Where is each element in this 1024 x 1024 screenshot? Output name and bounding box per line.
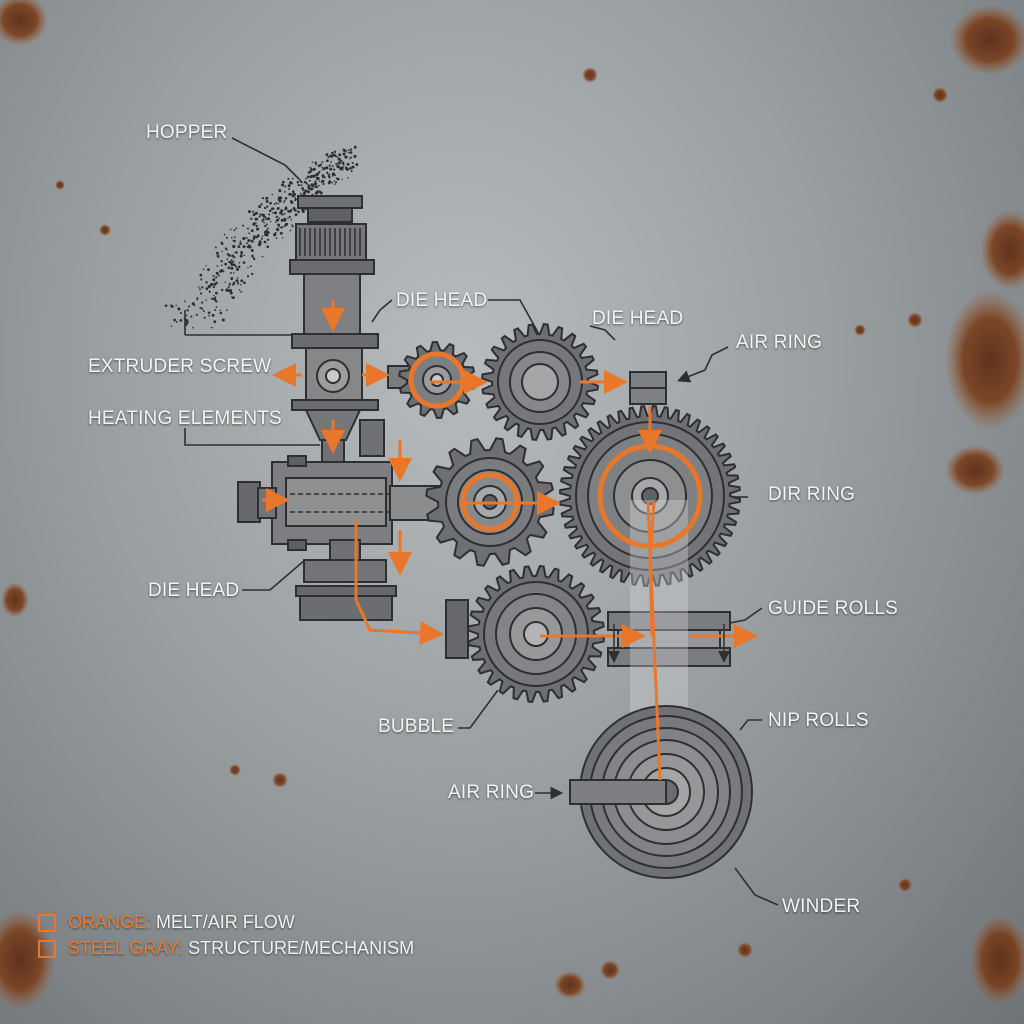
legend-text-steel: STRUCTURE/MECHANISM (188, 938, 415, 958)
label-die-head-bottom: DIE HEAD (148, 580, 240, 601)
melt-air-flow (262, 300, 758, 781)
guide-roll-arrows (608, 624, 730, 663)
legend-text-orange: MELT/AIR FLOW (156, 912, 295, 932)
label-extruder-screw: EXTRUDER SCREW (88, 356, 272, 377)
leader-lines (184, 137, 779, 906)
legend-item-steel: STEEL GRAY: STRUCTURE/MECHANISM (38, 938, 414, 959)
winder-roll (569, 705, 753, 879)
label-air-ring-bottom: AIR RING (448, 782, 535, 803)
label-die-head-gear: DIE HEAD (592, 308, 684, 329)
legend-key-steel: STEEL GRAY: (68, 938, 184, 958)
label-die-head-top: DIE HEAD (396, 290, 488, 311)
label-hopper: HOPPER (146, 122, 228, 143)
label-guide-rolls: GUIDE ROLLS (768, 598, 898, 619)
legend-item-orange: ORANGE: MELT/AIR FLOW (38, 912, 295, 933)
gear-bottom-bubble (467, 565, 605, 703)
legend-swatch-steel (38, 940, 56, 958)
label-winder: WINDER (782, 896, 861, 917)
label-bubble: BUBBLE (378, 716, 455, 737)
label-heating-elements: HEATING ELEMENTS (88, 408, 282, 429)
extruder-barrel (237, 455, 461, 621)
extruder-tower (289, 195, 411, 465)
label-air-ring-top: AIR RING (736, 332, 823, 353)
legend-swatch-orange (38, 914, 56, 932)
legend-key-orange: ORANGE: (68, 912, 152, 932)
label-dir-ring: DIR RING (768, 484, 856, 505)
label-nip-rolls: NIP ROLLS (768, 710, 869, 731)
